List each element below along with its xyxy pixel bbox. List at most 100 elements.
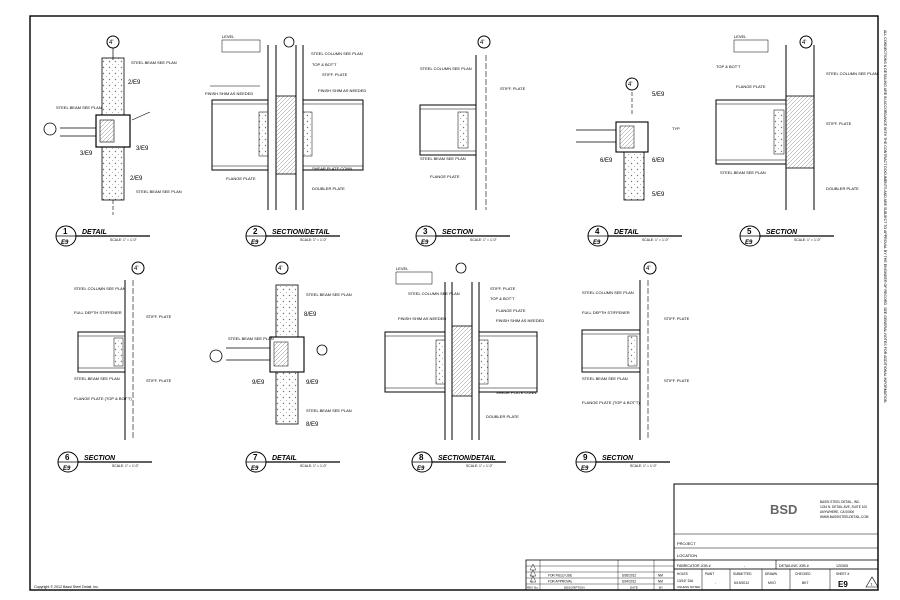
detail-5-callout-3: STIFF. PLATE bbox=[826, 121, 852, 126]
detail-3-drawing: 4' STEEL COLUMN SEE PLAN STIFF. PLATE FL… bbox=[419, 35, 526, 210]
detail-1-callout-7: 2/E9 bbox=[130, 176, 143, 182]
detail-3-title-text: SECTION bbox=[442, 229, 474, 236]
detail-5-callout-7: LEVEL bbox=[734, 34, 747, 39]
detail-3-number: 3 bbox=[423, 227, 428, 236]
detail-3-callout-2: STIFF. PLATE bbox=[500, 86, 526, 91]
detail-5-sheet-ref: E9 bbox=[745, 240, 753, 246]
rev-1-by: NM bbox=[658, 574, 663, 578]
info-paint-label: PAINT bbox=[705, 572, 714, 576]
detail-1-callout-2: STEEL BEAM SEE PLAN bbox=[56, 105, 102, 110]
detail-1-sheet-ref: E9 bbox=[61, 240, 69, 246]
detail-5-scale: SCALE: 1" = 1'-0" bbox=[794, 238, 822, 242]
detail-5-title-text: SECTION bbox=[766, 229, 798, 236]
info-submitted-value: 6/19/2012 bbox=[734, 581, 749, 585]
detail-9-callout-4: STEEL BEAM SEE PLAN bbox=[582, 376, 628, 381]
info-sheet-value: E9 bbox=[838, 580, 848, 589]
detail-5-callout-2: TOP & BOT'T bbox=[716, 64, 741, 69]
detail-2-callout-7: SHEAR PLATE CONN. bbox=[312, 166, 353, 171]
detailing-value: 120305 bbox=[836, 564, 848, 568]
detail-2-callout-9: LEVEL bbox=[222, 34, 235, 39]
detail-2-title-text: SECTION/DETAIL bbox=[272, 229, 330, 236]
detail-3-callout-1: STEEL COLUMN SEE PLAN bbox=[420, 66, 472, 71]
detail-4-callout-2: 6/E9 bbox=[600, 158, 613, 164]
detail-3-callout-5: 4' bbox=[480, 40, 484, 46]
detail-2-scale: SCALE: 1" = 1'-0" bbox=[300, 238, 328, 242]
revision-table: 1 FOR FIELD USE 6/26/2012 NM 0 FOR APPRO… bbox=[525, 559, 675, 591]
company-line-3: ANYWHERE, CA 00000 bbox=[820, 510, 854, 514]
detail-5-callout-1: STEEL COLUMN SEE PLAN bbox=[826, 71, 878, 76]
detail-6-scale: SCALE: 1" = 1'-0" bbox=[112, 464, 140, 468]
detail-6-callout-3: STIFF. PLATE bbox=[146, 314, 172, 319]
detail-9-number: 9 bbox=[583, 453, 588, 462]
detail-8-callout-8: DOUBLER PLATE bbox=[486, 414, 519, 419]
sheet-rev-value: 1 bbox=[871, 582, 874, 587]
detail-7-callout-8: 4' bbox=[278, 266, 282, 272]
detail-9-callout-6: FLANGE PLATE (TOP & BOT'T) bbox=[582, 400, 640, 405]
detail-1-callout-4: 2/E9 bbox=[128, 80, 141, 86]
detail-1-callout-3: STEEL BEAM SEE PLAN bbox=[136, 189, 182, 194]
rev-header-date: DATE bbox=[630, 586, 638, 590]
detail-6-callout-1: STEEL COLUMN SEE PLAN bbox=[74, 286, 126, 291]
info-holes-note: UNLESS NOTED bbox=[677, 585, 701, 589]
title-block: BSD BASSI STEEL DETAIL, INC. 1234 N. DET… bbox=[673, 483, 879, 591]
detail-3-sheet-ref: E9 bbox=[421, 240, 429, 246]
detail-7-callout-6: STEEL BEAM SEE PLAN bbox=[306, 408, 352, 413]
detail-2-callout-2: TOP & BOT'T bbox=[312, 62, 337, 67]
detail-6-callout-6: FLANGE PLATE (TOP & BOT'T) bbox=[74, 396, 132, 401]
rev-header-description: DESCRIPTION bbox=[564, 586, 585, 590]
rev-1-date: 6/26/2012 bbox=[622, 574, 636, 578]
detail-9-drawing: 4' STEEL COLUMN SEE PLAN FULL DEPTH STIF… bbox=[581, 261, 690, 440]
info-sheet-label: SHEET # bbox=[836, 572, 849, 576]
detail-4-title-text: DETAIL bbox=[614, 229, 639, 236]
detail-7-number: 7 bbox=[253, 453, 258, 462]
rev-0-description: FOR APPROVAL bbox=[548, 580, 573, 584]
detail-2-number: 2 bbox=[253, 227, 258, 236]
detail-5-callout-5: STEEL BEAM SEE PLAN bbox=[720, 170, 766, 175]
detail-1-drawing: 4' STEEL BEAM SEE PLAN STEEL BEAM SEE PL… bbox=[43, 35, 182, 215]
detail-1-title-text: DETAIL bbox=[82, 229, 107, 236]
detail-1-scale: SCALE: 1" = 1'-0" bbox=[110, 238, 138, 242]
detail-5-callout-4: FLANGE PLATE bbox=[736, 84, 766, 89]
detail-4-callout-3: 6/E9 bbox=[652, 158, 665, 164]
fabricator-label: FABRICATOR JOB # bbox=[677, 564, 711, 568]
detail-8-scale: SCALE: 1" = 1'-0" bbox=[466, 464, 494, 468]
detail-5-callout-6: DOUBLER PLATE bbox=[826, 186, 859, 191]
detail-5-number: 5 bbox=[747, 227, 752, 236]
project-label: PROJECT bbox=[677, 541, 696, 546]
detail-8-callout-1: STEEL COLUMN SEE PLAN bbox=[408, 291, 460, 296]
location-label: LOCATION bbox=[677, 553, 697, 558]
detail-2-callout-3: STIFF. PLATE bbox=[322, 72, 348, 77]
detail-7-scale: SCALE: 1" = 1'-0" bbox=[300, 464, 328, 468]
detail-7-callout-4: 9/E9 bbox=[252, 380, 265, 386]
detail-7-drawing: 4' STEEL BEAM SEE PLAN 8/E9 STEEL BEAM S… bbox=[209, 261, 352, 428]
info-drawn-value: MVO bbox=[768, 581, 776, 585]
info-submitted-label: SUBMITTED bbox=[733, 572, 752, 576]
detail-9-title-text: SECTION bbox=[602, 455, 634, 462]
detail-8-sheet-ref: E9 bbox=[417, 466, 425, 472]
detail-8-callout-5: FLANGE PLATE bbox=[496, 308, 526, 313]
detail-1-callout-8: 4' bbox=[109, 40, 113, 46]
detail-8-callout-9: LEVEL bbox=[396, 266, 409, 271]
detail-6-callout-2: FULL DEPTH STIFFENER bbox=[74, 310, 122, 315]
side-note: ALL CONNECTIONS & DETAILING ARE IN ACCOR… bbox=[883, 30, 887, 403]
detail-7-sheet-ref: E9 bbox=[251, 466, 259, 472]
detail-7-title-text: DETAIL bbox=[272, 455, 297, 462]
detail-4-sheet-ref: E9 bbox=[593, 240, 601, 246]
detail-9-callout-7: 4' bbox=[646, 266, 650, 272]
detail-3-callout-4: STEEL BEAM SEE PLAN bbox=[420, 156, 466, 161]
company-logo: BSD bbox=[770, 502, 797, 517]
sheet-rev-marker bbox=[865, 576, 879, 588]
detail-9-sheet-ref: E9 bbox=[581, 466, 589, 472]
fabricator-value: - bbox=[744, 564, 746, 568]
company-line-1: BASSI STEEL DETAIL, INC. bbox=[820, 500, 860, 504]
detail-7-callout-5: 9/E9 bbox=[306, 380, 319, 386]
detail-4-callout-6: 4' bbox=[628, 82, 632, 88]
detail-2-callout-8: DOUBLER PLATE bbox=[312, 186, 345, 191]
info-checked-label: CHECKED bbox=[795, 572, 811, 576]
